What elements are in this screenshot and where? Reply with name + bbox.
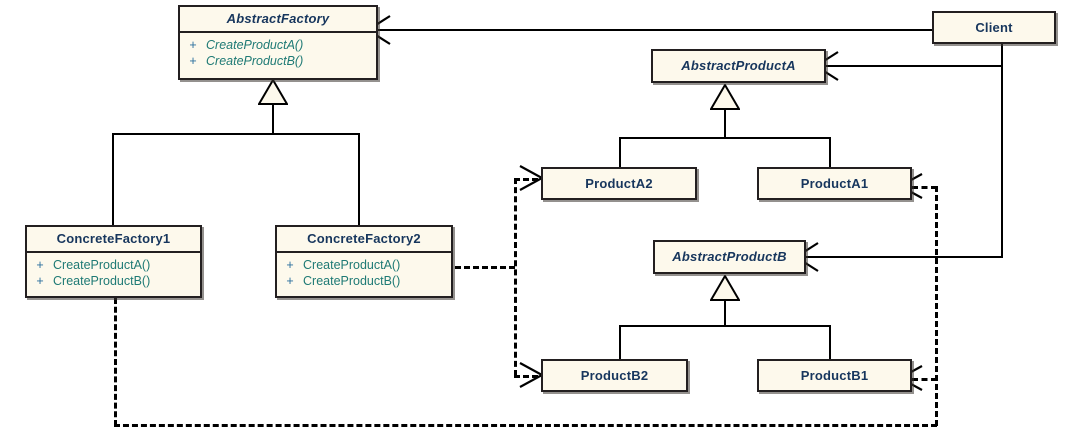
- class-box-abstractproducta[interactable]: AbstractProductA: [651, 49, 826, 83]
- generalization-stem-abstractproducta: [724, 109, 726, 139]
- class-member: + CreateProductA(): [27, 257, 200, 273]
- class-divider-abstractfactory: [180, 31, 376, 34]
- member-visibility: +: [189, 54, 197, 69]
- member-visibility: +: [286, 274, 294, 289]
- class-title-productb1: ProductB1: [800, 368, 869, 383]
- member-visibility: +: [36, 274, 44, 289]
- class-member: + CreateProductA(): [180, 37, 376, 53]
- class-title-concretefactory1: ConcreteFactory1: [56, 231, 171, 246]
- class-title-abstractproducta: AbstractProductA: [681, 58, 796, 73]
- class-members-concretefactory1: + CreateProductA() + CreateProductB(): [27, 253, 200, 294]
- generalization-bar-factories: [112, 133, 360, 135]
- member-visibility: +: [286, 258, 294, 273]
- association-client-to-abstractfactory-line: [378, 29, 932, 31]
- class-box-concretefactory1[interactable]: ConcreteFactory1 + CreateProductA() + Cr…: [25, 225, 202, 298]
- generalization-stem-abstractproductb: [724, 300, 726, 327]
- member-signature: CreateProductB(): [206, 54, 304, 69]
- class-title-abstractproductb: AbstractProductB: [672, 249, 787, 264]
- class-title-abstractfactory: AbstractFactory: [226, 11, 330, 26]
- class-box-abstractfactory[interactable]: AbstractFactory + CreateProductA() + Cre…: [178, 5, 378, 80]
- generalization-drop-concretefactory2: [358, 133, 360, 225]
- class-title-producta1: ProductA1: [800, 176, 869, 191]
- client-vertical-spine: [1001, 44, 1003, 258]
- dependency-cf2-to-producta2: [514, 178, 538, 181]
- class-title-client: Client: [975, 20, 1013, 35]
- member-signature: CreateProductB(): [53, 274, 151, 289]
- generalization-stem-abstractfactory: [272, 104, 274, 135]
- class-member: + CreateProductB(): [27, 273, 200, 289]
- class-box-productb1[interactable]: ProductB1: [757, 359, 912, 392]
- class-box-producta1[interactable]: ProductA1: [757, 167, 912, 200]
- generalization-drop-producta2: [619, 137, 621, 168]
- class-members-concretefactory2: + CreateProductA() + CreateProductB(): [277, 253, 451, 294]
- dependency-cf1-drop: [114, 298, 117, 426]
- dependency-cf1-riser: [935, 186, 938, 426]
- generalization-drop-producta1: [829, 137, 831, 168]
- dependency-cf2-stub: [455, 266, 515, 269]
- member-signature: CreateProductA(): [53, 258, 151, 273]
- generalization-drop-concretefactory1: [112, 133, 114, 225]
- class-box-producta2[interactable]: ProductA2: [541, 167, 697, 200]
- generalization-drop-productb1: [829, 325, 831, 359]
- generalization-bar-productb: [619, 325, 831, 327]
- class-member: + CreateProductA(): [277, 257, 451, 273]
- member-signature: CreateProductA(): [206, 38, 304, 53]
- generalization-bar-producta: [619, 137, 831, 139]
- class-box-abstractproductb[interactable]: AbstractProductB: [653, 240, 806, 274]
- class-member: + CreateProductB(): [277, 273, 451, 289]
- class-box-productb2[interactable]: ProductB2: [541, 359, 688, 392]
- member-visibility: +: [189, 38, 197, 53]
- class-title-productb2: ProductB2: [580, 368, 649, 383]
- member-signature: CreateProductB(): [303, 274, 401, 289]
- association-client-to-abstractproducta-line: [826, 65, 1002, 67]
- generalization-drop-productb2: [619, 325, 621, 359]
- dependency-cf2-riser: [514, 178, 517, 376]
- class-member: + CreateProductB(): [180, 53, 376, 69]
- class-title-concretefactory2: ConcreteFactory2: [307, 231, 421, 246]
- member-signature: CreateProductA(): [303, 258, 401, 273]
- member-visibility: +: [36, 258, 44, 273]
- association-client-to-abstractproductb-line: [806, 256, 1002, 258]
- dependency-cf1-to-producta1: [912, 186, 937, 189]
- class-members-abstractfactory: + CreateProductA() + CreateProductB(): [180, 33, 376, 74]
- class-title-producta2: ProductA2: [585, 176, 653, 191]
- dependency-cf2-to-productb2: [514, 375, 538, 378]
- dependency-cf1-bottom-run: [114, 424, 937, 427]
- class-box-client[interactable]: Client: [932, 11, 1056, 44]
- class-divider-concretefactory1: [27, 251, 200, 254]
- class-divider-concretefactory2: [277, 251, 451, 254]
- dependency-cf1-to-productb1: [912, 378, 937, 381]
- class-box-concretefactory2[interactable]: ConcreteFactory2 + CreateProductA() + Cr…: [275, 225, 453, 298]
